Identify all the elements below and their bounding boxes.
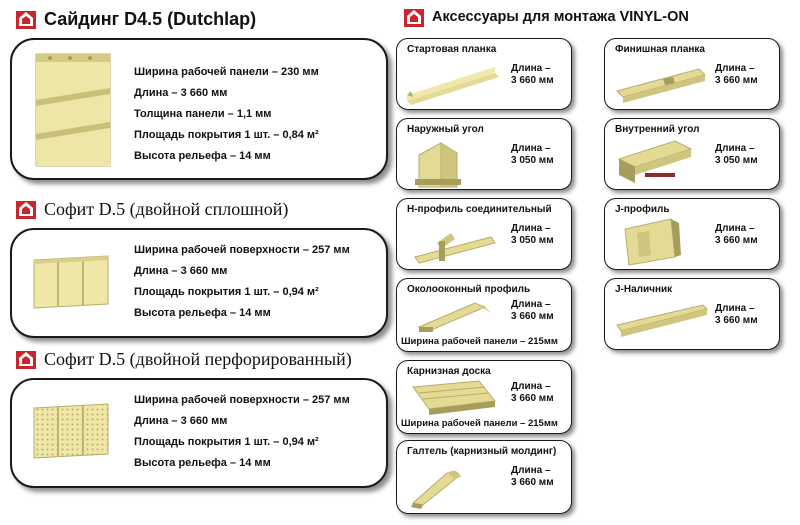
- outer-corner-image: [415, 142, 461, 188]
- accessory-length: Длина – 3 660 мм: [715, 63, 758, 87]
- spec-line: Площадь покрытия 1 шт. – 0,94 м²: [134, 286, 319, 298]
- length-label: Длина –: [511, 223, 551, 234]
- accessory-width-note: Ширина рабочей панели – 215мм: [401, 336, 558, 347]
- accessory-name: Финишная планка: [615, 44, 705, 55]
- sofit-perf-specs: Ширина рабочей поверхности – 257 мм Длин…: [134, 390, 350, 474]
- accessory-length: Длина – 3 660 мм: [715, 223, 758, 247]
- length-value: 3 660 мм: [715, 235, 758, 246]
- length-label: Длина –: [511, 465, 551, 476]
- brand-logo-icon: [16, 351, 36, 369]
- spec-line: Ширина рабочей поверхности – 257 мм: [134, 394, 350, 406]
- spec-line: Толщина панели – 1,1 мм: [134, 108, 272, 120]
- siding-card: Ширина рабочей панели – 230 мм Длина – 3…: [10, 38, 388, 180]
- length-label: Длина –: [511, 299, 551, 310]
- spec-line: Высота рельефа – 14 мм: [134, 307, 271, 319]
- accessory-card-inner-corner: Внутренний угол Длина – 3 050 мм: [604, 118, 780, 190]
- accessory-length: Длина – 3 660 мм: [715, 303, 758, 327]
- accessory-card-j-profile: J-профиль Длина – 3 660 мм: [604, 198, 780, 270]
- accessory-name: Галтель (карнизный молдинг): [407, 446, 557, 457]
- spec-line: Площадь покрытия 1 шт. – 0,84 м²: [134, 129, 319, 141]
- length-label: Длина –: [715, 223, 755, 234]
- length-label: Длина –: [715, 63, 755, 74]
- sofit-solid-card: Ширина рабочей поверхности – 257 мм Длин…: [10, 228, 388, 338]
- length-value: 3 660 мм: [715, 75, 758, 86]
- accessory-card-j-casing: J-Наличник Длина – 3 660 мм: [604, 278, 780, 350]
- length-value: 3 050 мм: [715, 155, 758, 166]
- sofit-perf-title: Софит D.5 (двойной перфорированный): [44, 348, 352, 369]
- length-label: Длина –: [511, 63, 551, 74]
- accessory-width-note: Ширина рабочей панели – 215мм: [401, 418, 558, 429]
- length-label: Длина –: [511, 143, 551, 154]
- sofit-solid-image: [33, 255, 109, 309]
- accessory-name: Стартовая планка: [407, 44, 497, 55]
- accessory-length: Длина – 3 660 мм: [511, 63, 554, 87]
- spec-line: Высота рельефа – 14 мм: [134, 150, 271, 162]
- length-value: 3 660 мм: [715, 315, 758, 326]
- length-label: Длина –: [511, 381, 551, 392]
- spec-line: Длина – 3 660 мм: [134, 415, 228, 427]
- length-value: 3 660 мм: [511, 393, 554, 404]
- siding-panel-image: [35, 53, 111, 167]
- siding-section-title: Сайдинг D4.5 (Dutchlap): [14, 8, 256, 30]
- h-profile-image: [414, 233, 496, 264]
- sofit-solid-section-title: Софит D.5 (двойной сплошной): [14, 198, 288, 220]
- accessory-card-starter: Стартовая планка Длина – 3 660 мм: [396, 38, 572, 110]
- sofit-perforated-image: [33, 403, 109, 459]
- finish-strip-image: [616, 68, 706, 103]
- spec-line: Ширина рабочей поверхности – 257 мм: [134, 244, 350, 256]
- accessories-title: Аксессуары для монтажа VINYL-ON: [432, 9, 689, 25]
- spec-line: Площадь покрытия 1 шт. – 0,94 м²: [134, 436, 319, 448]
- spec-line: Высота рельефа – 14 мм: [134, 457, 271, 469]
- siding-specs: Ширина рабочей панели – 230 мм Длина – 3…: [134, 62, 319, 167]
- accessory-length: Длина – 3 050 мм: [715, 143, 758, 167]
- length-value: 3 050 мм: [511, 155, 554, 166]
- length-value: 3 660 мм: [511, 311, 554, 322]
- accessory-name: Внутренний угол: [615, 124, 700, 135]
- sofit-solid-title: Софит D.5 (двойной сплошной): [44, 198, 289, 219]
- length-value: 3 660 мм: [511, 75, 554, 86]
- brand-logo-icon: [404, 9, 424, 27]
- accessory-name: H-профиль соединительный: [407, 204, 552, 215]
- spec-line: Длина – 3 660 мм: [134, 87, 228, 99]
- accessory-name: J-Наличник: [615, 284, 673, 295]
- eaves-board-image: [412, 380, 496, 415]
- inner-corner-image: [617, 140, 693, 183]
- length-value: 3 050 мм: [511, 235, 554, 246]
- accessory-card-finish: Финишная планка Длина – 3 660 мм: [604, 38, 780, 110]
- accessories-section-title: Аксессуары для монтажа VINYL-ON: [402, 6, 689, 28]
- brand-logo-icon: [16, 201, 36, 219]
- sofit-perf-card: Ширина рабочей поверхности – 257 мм Длин…: [10, 378, 388, 488]
- sofit-solid-specs: Ширина рабочей поверхности – 257 мм Длин…: [134, 240, 350, 324]
- accessory-name: Карнизная доска: [407, 366, 491, 377]
- accessory-name: J-профиль: [615, 204, 670, 215]
- accessory-card-h-profile: H-профиль соединительный Длина – 3 050 м…: [396, 198, 572, 270]
- j-casing-image: [616, 304, 708, 337]
- cove-molding-image: [411, 470, 461, 509]
- j-profile-image: [624, 218, 681, 266]
- accessory-name: Околооконный профиль: [407, 284, 531, 295]
- accessory-card-eaves-board: Карнизная доска Длина – 3 660 мм Ширина …: [396, 360, 572, 434]
- starter-strip-image: [407, 67, 499, 105]
- accessory-card-cove-molding: Галтель (карнизный молдинг) Длина – 3 66…: [396, 440, 572, 514]
- length-value: 3 660 мм: [511, 477, 554, 488]
- accessory-length: Длина – 3 050 мм: [511, 143, 554, 167]
- sofit-perf-section-title: Софит D.5 (двойной перфорированный): [14, 348, 352, 370]
- accessory-card-window-profile: Околооконный профиль Длина – 3 660 мм Ши…: [396, 278, 572, 352]
- accessory-length: Длина – 3 050 мм: [511, 223, 554, 247]
- brand-logo-icon: [16, 11, 36, 29]
- length-label: Длина –: [715, 303, 755, 314]
- accessory-name: Наружный угол: [407, 124, 484, 135]
- accessory-length: Длина – 3 660 мм: [511, 299, 554, 323]
- accessory-length: Длина – 3 660 мм: [511, 465, 554, 489]
- length-label: Длина –: [715, 143, 755, 154]
- siding-title: Сайдинг D4.5 (Dutchlap): [44, 8, 257, 29]
- window-profile-image: [417, 302, 491, 332]
- accessory-card-outer-corner: Наружный угол Длина – 3 050 мм: [396, 118, 572, 190]
- spec-line: Ширина рабочей панели – 230 мм: [134, 66, 319, 78]
- accessory-length: Длина – 3 660 мм: [511, 381, 554, 405]
- spec-line: Длина – 3 660 мм: [134, 265, 228, 277]
